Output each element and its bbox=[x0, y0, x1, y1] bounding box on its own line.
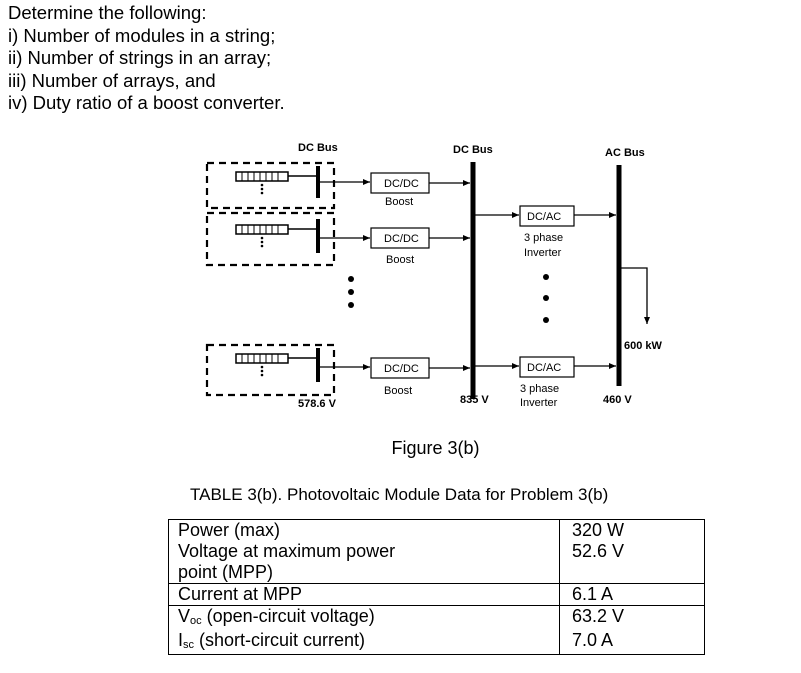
svg-text:DC/DC: DC/DC bbox=[384, 363, 419, 375]
svg-text:Boost: Boost bbox=[386, 254, 414, 266]
table-cell-value: 320 W bbox=[559, 519, 705, 541]
param-line: point (MPP) bbox=[178, 562, 274, 582]
table-cell-value: 6.1 A bbox=[559, 583, 705, 606]
svg-text:3 phase: 3 phase bbox=[520, 383, 559, 395]
table-caption: TABLE 3(b). Photovoltaic Module Data for… bbox=[190, 485, 609, 504]
pv-array-box bbox=[205, 343, 336, 397]
table-cell-param: Power (max) bbox=[168, 519, 560, 541]
problem-statement: Determine the following: i) Number of mo… bbox=[8, 2, 285, 115]
inverter-bottom: DC/AC 3 phase Inverter bbox=[473, 356, 616, 409]
dc-bus-voltage: 835 V bbox=[460, 394, 489, 406]
pv-array-box bbox=[205, 161, 336, 210]
load-power: 600 kW bbox=[624, 340, 663, 352]
inverter-top: DC/AC 3 phase Inverter bbox=[473, 205, 616, 259]
string-voltage: 578.6 V bbox=[298, 398, 337, 410]
pv-array-group bbox=[205, 161, 336, 397]
svg-text:Inverter: Inverter bbox=[520, 397, 558, 409]
svg-text:3 phase: 3 phase bbox=[524, 232, 563, 244]
svg-text:DC/AC: DC/AC bbox=[527, 211, 561, 223]
pv-module-icon bbox=[235, 348, 370, 382]
figure-caption: Figure 3(b) bbox=[391, 438, 480, 458]
load-arrow bbox=[621, 267, 650, 324]
svg-text:DC/DC: DC/DC bbox=[384, 178, 419, 190]
ac-bus-voltage: 460 V bbox=[603, 394, 632, 406]
table-cell-param: Isc (short-circuit current) bbox=[168, 630, 560, 655]
boost-converter: DC/DC Boost bbox=[370, 357, 470, 397]
table-cell-value: 7.0 A bbox=[559, 630, 705, 655]
question-intro: Determine the following: bbox=[8, 2, 207, 23]
svg-text:Inverter: Inverter bbox=[524, 247, 562, 259]
ellipsis-dots bbox=[543, 274, 549, 323]
dc-bus-mid-label: DC Bus bbox=[453, 144, 493, 156]
question-item: ii) Number of strings in an array; bbox=[8, 47, 272, 68]
boost-converter: DC/DC Boost bbox=[370, 172, 470, 208]
pv-module-icon bbox=[235, 166, 370, 198]
table-row: Voltage at maximum power point (MPP) 52.… bbox=[168, 541, 705, 584]
question-item: i) Number of modules in a string; bbox=[8, 24, 276, 46]
pv-system-diagram: DC Bus DC Bus AC Bus D bbox=[205, 142, 663, 410]
svg-text:Boost: Boost bbox=[384, 385, 412, 397]
svg-text:DC/DC: DC/DC bbox=[384, 233, 419, 245]
pv-array-box bbox=[205, 211, 336, 267]
table-cell-param: Current at MPP bbox=[168, 583, 560, 606]
table-row: Voc (open-circuit voltage) 63.2 V bbox=[168, 605, 705, 630]
ellipsis-dots bbox=[348, 276, 354, 308]
table-cell-value: 52.6 V bbox=[559, 541, 705, 584]
table-row: Isc (short-circuit current) 7.0 A bbox=[168, 630, 705, 655]
question-item: iii) Number of arrays, and bbox=[8, 69, 216, 91]
table-cell-param: Voltage at maximum power point (MPP) bbox=[168, 541, 560, 584]
table-row: Power (max) 320 W bbox=[168, 519, 705, 541]
svg-text:Boost: Boost bbox=[385, 196, 413, 208]
question-item: iv) Duty ratio of a boost converter. bbox=[8, 92, 285, 113]
ac-bus-label: AC Bus bbox=[605, 147, 645, 159]
boost-converter: DC/DC Boost bbox=[370, 227, 470, 266]
svg-text:DC/AC: DC/AC bbox=[527, 362, 561, 374]
table-cell-param: Voc (open-circuit voltage) bbox=[168, 605, 560, 630]
dc-bus-left-label: DC Bus bbox=[298, 142, 338, 154]
param-line: Voltage at maximum power bbox=[178, 541, 396, 561]
table-cell-value: 63.2 V bbox=[559, 605, 705, 630]
pv-module-icon bbox=[235, 219, 370, 253]
module-data-table: Power (max) 320 W Voltage at maximum pow… bbox=[168, 519, 705, 655]
table-row: Current at MPP 6.1 A bbox=[168, 583, 705, 606]
